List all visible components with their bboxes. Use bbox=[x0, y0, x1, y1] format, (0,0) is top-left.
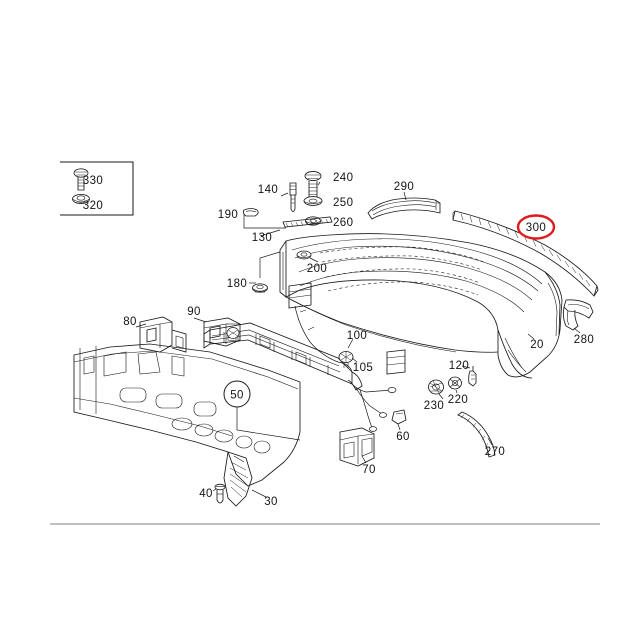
part-220-washer bbox=[448, 376, 462, 390]
callout-labels: 330 320 140 240 250 260 190 130 290 300 … bbox=[83, 172, 594, 508]
callout-30: 30 bbox=[264, 496, 278, 508]
callout-300: 300 bbox=[526, 222, 546, 234]
part-230-nut bbox=[428, 379, 444, 395]
part-190-clip-plate bbox=[242, 208, 259, 217]
part-300-molding-strip bbox=[452, 210, 599, 297]
circle-callout-50: 50 bbox=[223, 380, 251, 408]
callout-180: 180 bbox=[227, 278, 247, 290]
callout-290: 290 bbox=[394, 181, 414, 193]
part-120-clip bbox=[468, 366, 477, 387]
callout-90: 90 bbox=[187, 306, 201, 318]
callout-130: 130 bbox=[252, 232, 272, 244]
hardware-stack-240-250-260 bbox=[303, 170, 323, 226]
cover-mount-tab-left bbox=[288, 282, 312, 309]
callout-260: 260 bbox=[333, 217, 353, 229]
part-105-grommet bbox=[338, 351, 354, 368]
part-130-trim-strip bbox=[282, 216, 333, 228]
part-180-flange-nut bbox=[252, 283, 268, 293]
leader-lines bbox=[135, 181, 581, 498]
cover-grommet bbox=[296, 250, 312, 260]
part-270-wheel-arch-trim bbox=[457, 411, 496, 458]
part-90-bracket bbox=[203, 317, 241, 347]
part-280-corner-molding bbox=[562, 299, 594, 331]
callout-70: 70 bbox=[362, 464, 376, 476]
callout-280: 280 bbox=[574, 334, 594, 346]
wiring-harness bbox=[294, 305, 397, 432]
cover-mount-tab-right bbox=[386, 349, 406, 375]
callout-200: 200 bbox=[307, 263, 327, 275]
part-40-rivet bbox=[214, 483, 226, 504]
part-140-rivet bbox=[289, 182, 297, 212]
callout-105: 105 bbox=[353, 362, 373, 374]
part-200-bumper-cover bbox=[279, 233, 563, 379]
callout-330: 330 bbox=[83, 175, 103, 187]
callout-230: 230 bbox=[424, 400, 444, 412]
highlight-callout-300 bbox=[516, 214, 556, 240]
callout-60: 60 bbox=[396, 431, 410, 443]
callout-320: 320 bbox=[83, 200, 103, 212]
part-290-upper-molding bbox=[367, 197, 441, 220]
part-60-retainer bbox=[391, 409, 407, 425]
hardware-legend bbox=[60, 161, 134, 216]
callout-80: 80 bbox=[123, 316, 137, 328]
callout-20: 20 bbox=[530, 339, 544, 351]
callout-250: 250 bbox=[333, 197, 353, 209]
callout-120: 120 bbox=[449, 360, 469, 372]
part-70-absorber bbox=[339, 427, 375, 467]
callout-100: 100 bbox=[347, 330, 367, 342]
callout-40: 40 bbox=[199, 488, 213, 500]
callout-240: 240 bbox=[333, 172, 353, 184]
part-80-bracket bbox=[139, 316, 187, 353]
callout-140: 140 bbox=[258, 184, 278, 196]
hex-bolt-icon bbox=[73, 168, 89, 191]
callout-270: 270 bbox=[485, 446, 505, 458]
rear-body-panel bbox=[73, 343, 301, 507]
callout-190: 190 bbox=[218, 209, 238, 221]
circle-callout-label: 50 bbox=[230, 390, 244, 402]
callout-220: 220 bbox=[448, 394, 468, 406]
flange-nut-icon bbox=[72, 193, 90, 204]
